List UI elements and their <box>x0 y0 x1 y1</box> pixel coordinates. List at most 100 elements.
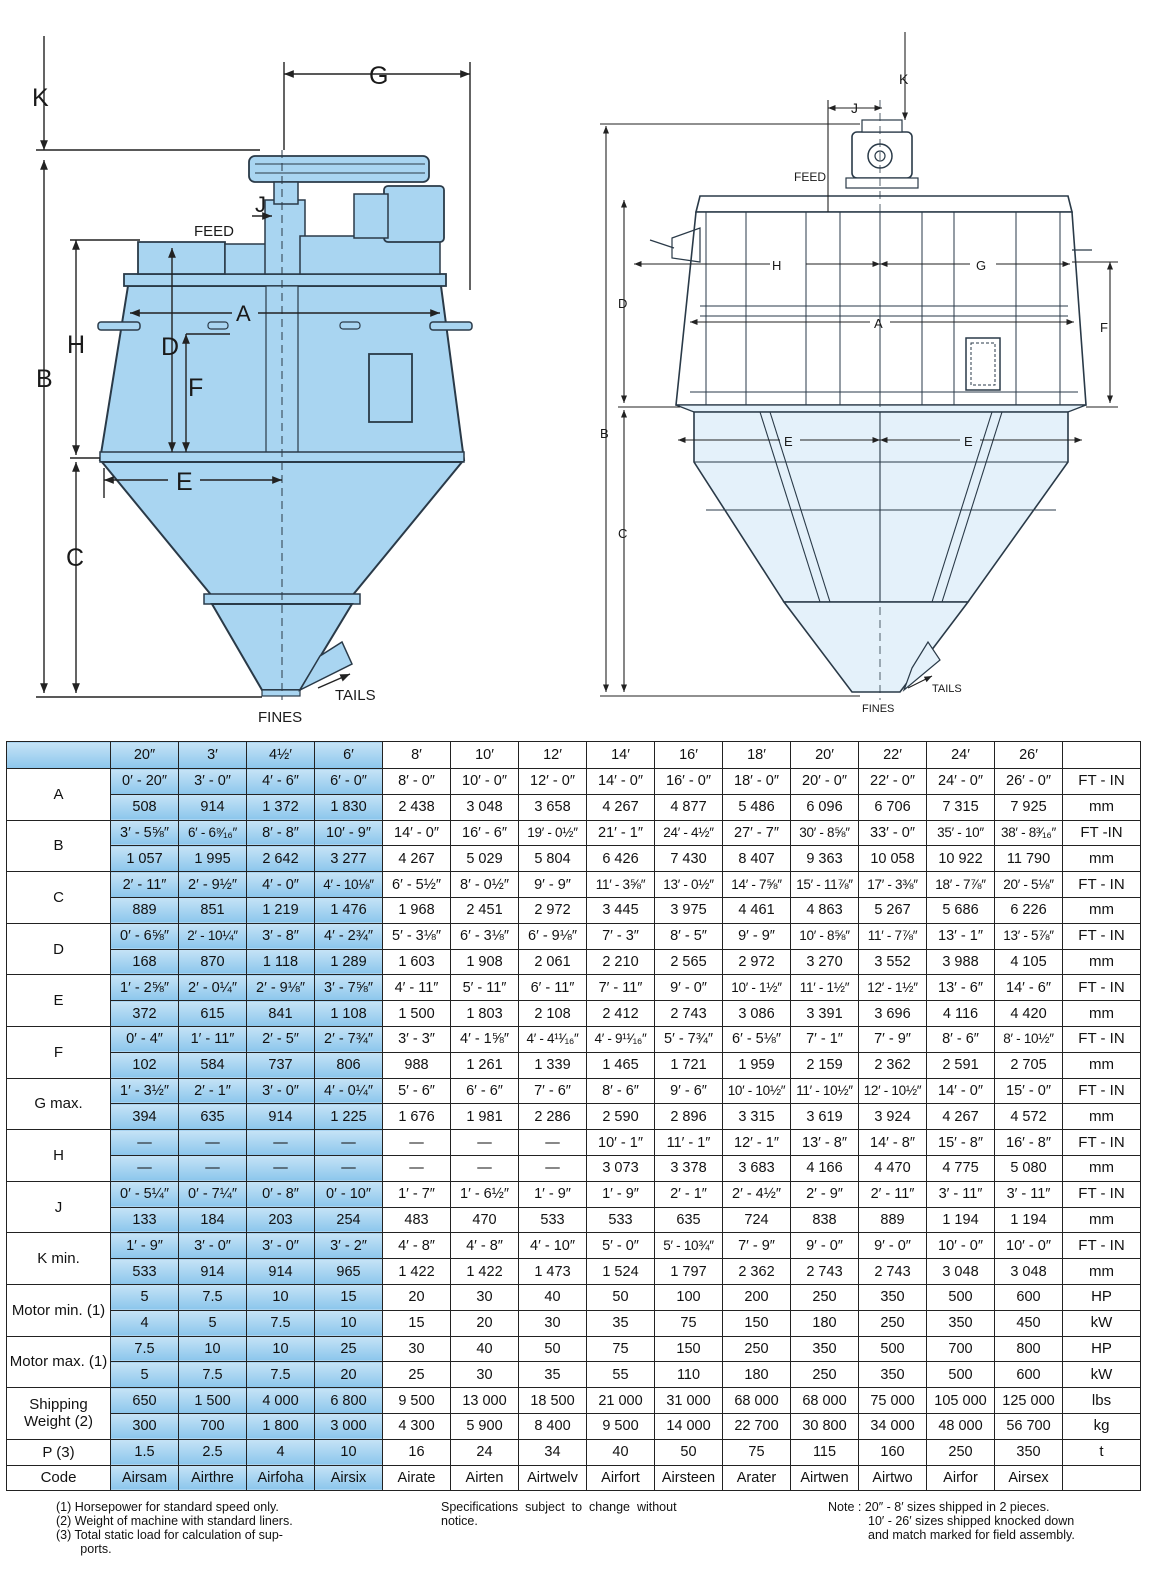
unit-cell: mm <box>1062 896 1141 924</box>
table-cell: 6′ - 5½″ <box>382 871 451 898</box>
r-dim-label-f: F <box>1100 320 1108 335</box>
table-cell: 350 <box>994 1438 1063 1466</box>
table-cell: 16′ - 8″ <box>994 1129 1063 1156</box>
size-header: 4½′ <box>246 741 315 769</box>
table-cell: 8′ - 6″ <box>926 1025 995 1053</box>
table-cell: 5 686 <box>926 896 995 924</box>
footnote-3-cont: ports. <box>56 1542 112 1556</box>
r-dim-label-e-left: E <box>784 434 793 449</box>
table-cell: 1 830 <box>314 793 383 821</box>
table-cell: 2 972 <box>722 948 791 976</box>
table-cell: 4 116 <box>926 1000 995 1027</box>
table-cell: 1′ - 3½″ <box>110 1077 179 1105</box>
row-label: Code <box>6 1464 111 1492</box>
table-cell: 250 <box>722 1335 791 1363</box>
table-cell: 3′ - 0″ <box>178 1232 247 1260</box>
table-cell: 8 407 <box>722 845 791 873</box>
table-cell: 1′ - 7″ <box>382 1180 451 1208</box>
header-corner <box>6 741 111 769</box>
r-tails-label: TAILS <box>932 683 962 695</box>
table-cell: 10 <box>314 1438 383 1466</box>
unit-cell: FT - IN <box>1062 922 1141 950</box>
table-cell: 5′ - 7¾″ <box>654 1025 723 1053</box>
unit-cell: mm <box>1062 948 1141 976</box>
shipping-note: Note : 20″ - 8′ sizes shipped in 2 piece… <box>828 1500 1075 1542</box>
table-cell: 11′ - 3⅝″ <box>586 871 655 898</box>
row-label: A <box>6 768 111 821</box>
table-cell: 20′ - 5⅛″ <box>994 871 1063 898</box>
table-cell: 105 000 <box>926 1387 995 1414</box>
table-cell: 33′ - 0″ <box>858 819 927 847</box>
table-cell: 4 877 <box>654 793 723 821</box>
footnote-list: (1) Horsepower for standard speed only. … <box>56 1500 293 1556</box>
table-cell: 0′ - 20″ <box>110 768 179 795</box>
table-cell: 2 451 <box>450 896 519 924</box>
table-cell: 10 <box>314 1309 383 1337</box>
table-cell: 254 <box>314 1206 383 1234</box>
table-cell: 13′ - 5⅞″ <box>994 922 1063 950</box>
dim-label-k: K <box>32 84 49 112</box>
table-cell: 20 <box>314 1361 383 1389</box>
table-cell: 2 972 <box>518 896 587 924</box>
table-cell: 31 000 <box>654 1387 723 1414</box>
table-cell: 13′ - 8″ <box>790 1129 859 1156</box>
table-cell: 20′ - 0″ <box>790 768 859 795</box>
table-cell: — <box>178 1129 247 1156</box>
footnote-2: (2) Weight of machine with standard line… <box>56 1514 293 1528</box>
table-cell: 4 572 <box>994 1103 1063 1131</box>
table-cell: 5 804 <box>518 845 587 873</box>
unit-cell: lbs <box>1062 1387 1141 1414</box>
table-cell: 3′ - 0″ <box>178 768 247 795</box>
size-header-row: 20″3′4½′6′8′10′12′14′16′18′20′22′24′26′ <box>6 741 1141 769</box>
table-cell: 914 <box>246 1103 315 1131</box>
table-cell: 4 420 <box>994 1000 1063 1027</box>
table-cell: 3′ - 3″ <box>382 1025 451 1053</box>
table-cell: 4 000 <box>246 1387 315 1414</box>
row-label: H <box>6 1129 111 1182</box>
table-cell: 870 <box>178 948 247 976</box>
r-dim-label-d: D <box>618 296 627 311</box>
table-cell: 914 <box>178 793 247 821</box>
table-cell: — <box>110 1154 179 1182</box>
table-cell: 2′ - 11″ <box>110 871 179 898</box>
size-header: 10′ <box>450 741 519 769</box>
table-cell: 2.5 <box>178 1438 247 1466</box>
table-cell: 838 <box>790 1206 859 1234</box>
table-cell: 15′ - 8″ <box>926 1129 995 1156</box>
table-cell: 4 267 <box>586 793 655 821</box>
table-cell: 3 683 <box>722 1154 791 1182</box>
table-cell: 14′ - 0″ <box>586 768 655 795</box>
table-cell: 7.5 <box>178 1361 247 1389</box>
r-dim-label-a: A <box>874 316 883 331</box>
unit-cell: FT - IN <box>1062 768 1141 795</box>
table-cell: 30 800 <box>790 1412 859 1440</box>
table-cell: 17′ - 3⅜″ <box>858 871 927 898</box>
table-cell: 8′ - 5″ <box>654 922 723 950</box>
table-cell: 600 <box>994 1361 1063 1389</box>
table-cell: 841 <box>246 1000 315 1027</box>
table-cell: 5 267 <box>858 896 927 924</box>
table-cell: 12′ - 0″ <box>518 768 587 795</box>
table-cell: 3 073 <box>586 1154 655 1182</box>
table-cell: 5 080 <box>994 1154 1063 1182</box>
table-cell: 15′ - 0″ <box>994 1077 1063 1105</box>
unit-cell: HP <box>1062 1283 1141 1311</box>
table-cell: 2 412 <box>586 1000 655 1027</box>
table-cell: Airsex <box>994 1464 1063 1492</box>
unit-cell: mm <box>1062 1000 1141 1027</box>
dim-label-a: A <box>236 301 251 326</box>
dim-label-j: J <box>255 192 266 217</box>
r-dim-label-c: C <box>618 526 627 541</box>
table-cell: 12′ - 10½″ <box>858 1077 927 1105</box>
table-cell: 0′ - 6⅝″ <box>110 922 179 950</box>
table-cell: — <box>314 1154 383 1182</box>
table-cell: 21′ - 1″ <box>586 819 655 847</box>
table-cell: 8′ - 6″ <box>586 1077 655 1105</box>
table-cell: 40 <box>518 1283 587 1311</box>
table-cell: 75 <box>654 1309 723 1337</box>
size-header: 24′ <box>926 741 995 769</box>
table-cell: 50 <box>654 1438 723 1466</box>
